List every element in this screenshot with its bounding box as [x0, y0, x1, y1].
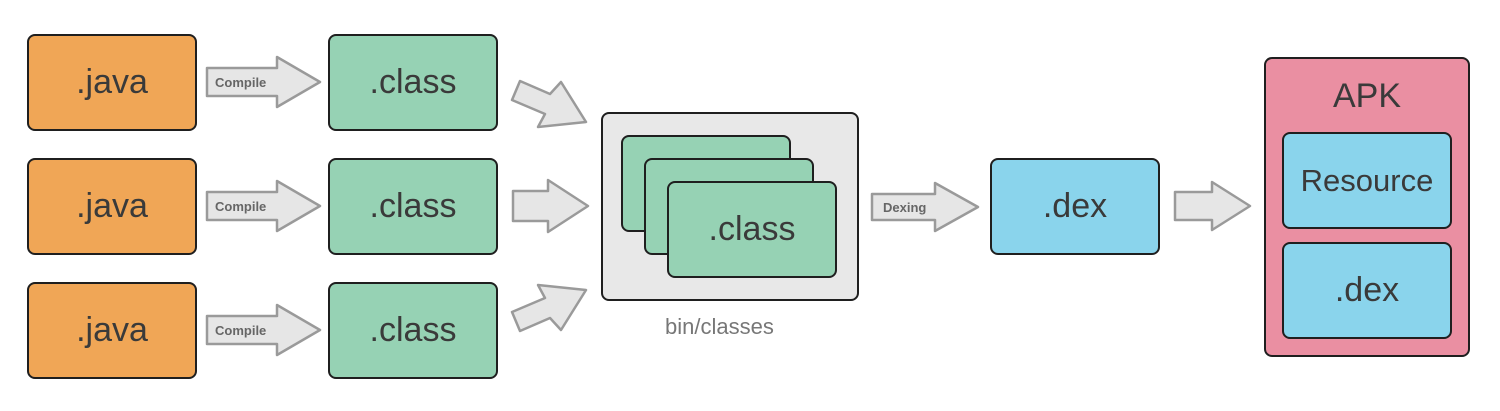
- bin-classes-caption: bin/classes: [665, 314, 774, 339]
- class-file-3: .class: [328, 282, 498, 379]
- java-source-2: .java: [27, 158, 197, 255]
- java-source-label: .java: [76, 187, 148, 225]
- compile-label-2: Compile: [215, 199, 267, 214]
- compile-label-3: Compile: [215, 323, 267, 338]
- dexing-label: Dexing: [883, 200, 927, 215]
- stacked-class-front: .class: [667, 181, 837, 278]
- merge-arrow-top: [510, 79, 588, 129]
- compile-arrow-3: [205, 303, 322, 357]
- apk-title: APK: [1332, 77, 1402, 115]
- dexing-arrow: [870, 181, 980, 233]
- java-source-label: .java: [76, 63, 148, 101]
- compile-label-1: Compile: [215, 75, 267, 90]
- java-source-1: .java: [27, 34, 197, 131]
- class-file-2: .class: [328, 158, 498, 255]
- java-source-3: .java: [27, 282, 197, 379]
- java-source-label: .java: [76, 311, 148, 349]
- compile-arrow-2: [205, 179, 322, 233]
- package-arrow: [1173, 180, 1252, 232]
- merge-arrow-bottom: [510, 283, 588, 333]
- dex-file-label: .dex: [1042, 187, 1108, 225]
- apk-dex: .dex: [1282, 242, 1452, 339]
- apk-resource: Resource: [1282, 132, 1452, 229]
- apk-dex-label: .dex: [1334, 271, 1400, 309]
- apk-resource-label: Resource: [1300, 162, 1434, 198]
- class-file-label: .class: [369, 187, 457, 225]
- merge-arrow-middle: [511, 178, 590, 234]
- compile-arrow-1: [205, 55, 322, 109]
- class-file-label: .class: [369, 311, 457, 349]
- dex-file: .dex: [990, 158, 1160, 255]
- class-file-1: .class: [328, 34, 498, 131]
- stacked-class-label: .class: [708, 210, 796, 248]
- class-file-label: .class: [369, 63, 457, 101]
